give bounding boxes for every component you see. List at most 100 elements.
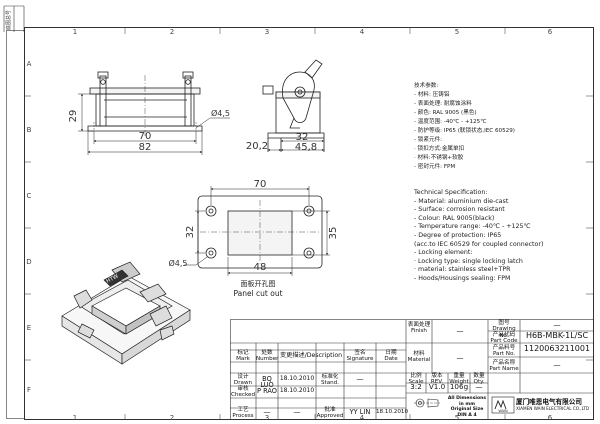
spec-en-line: Technical Specification: — [414, 189, 488, 196]
qty-label-en: Qty. — [473, 379, 485, 386]
date-label-en: Date — [384, 356, 398, 363]
spec-cn-line: · 材料:不锈钢+软胶 — [414, 155, 464, 161]
part-name-label-en: Part Name — [489, 366, 519, 373]
process-date: — — [293, 407, 301, 416]
process-name: — — [263, 407, 271, 416]
drawn-label-en: Drawn — [233, 380, 253, 387]
zone-top-5: 5 — [455, 28, 459, 36]
part-code-value: H6B-MBK-1L/SC — [525, 331, 589, 340]
date-label-cn: 日期 — [385, 350, 397, 356]
iso-product-label: HTW — [105, 273, 120, 285]
number-label-en: Number — [256, 356, 279, 363]
drawing-no-header: 图号 Drawing No. — [488, 320, 520, 339]
number-label-cn: 处数 — [261, 350, 273, 356]
dimension-note-line1: All Dimensions in mm — [447, 396, 487, 407]
description-header: 变更描述/Description — [278, 352, 344, 359]
spec-en-line: - Surface: corrosion resistant — [414, 206, 505, 214]
drawn-label-cn: 设计 — [237, 374, 249, 380]
part-no-header: 产品料号 Part No. — [488, 345, 520, 358]
part-code-label-en: Part Code — [490, 338, 518, 345]
zone-top-1: 1 — [73, 28, 77, 36]
approved-name: YY LIN — [349, 408, 371, 416]
checked-label-en: Checked — [231, 392, 255, 399]
checked-label-cn: 审核 — [237, 386, 249, 392]
third-angle-symbol — [414, 398, 440, 408]
spec-en-line: - Degree of protection: IP65 — [414, 231, 502, 239]
weight-label-en: Weight — [449, 379, 469, 386]
finish-header: 表面处理 Finish — [406, 322, 432, 335]
drawing-no-label-cn: 图号 — [498, 320, 510, 326]
drawn-date: 18.10.2010 — [279, 375, 315, 382]
cutout-title-en: Panel cut out — [233, 289, 282, 298]
company-name-en: XIAMEN WAIN ELECTRICAL CO.,LTD — [516, 406, 590, 411]
zone-top-3: 3 — [265, 28, 269, 36]
material-value: — — [456, 353, 464, 362]
zone-left-e: E — [27, 324, 31, 332]
qty-label-cn: 数量 — [473, 373, 485, 379]
spec-en-line: - Locking element: — [414, 249, 473, 257]
desc-label-cn: 变更描述 — [279, 352, 305, 359]
isometric-view — [61, 261, 191, 365]
signature-label-cn: 签名 — [354, 350, 366, 356]
dim-cut-hole: Ø4,5 — [168, 258, 187, 268]
company-block: 厦门唯恩电气有限公司 XIAMEN WAIN ELECTRICAL CO.,LT… — [516, 398, 594, 411]
material-header: 材料 Material — [406, 351, 432, 364]
checked-header: 审核 Checked — [230, 386, 256, 399]
approved-label-cn: 批准 — [324, 407, 336, 413]
scale-label-en: Scale — [408, 379, 424, 386]
spec-cn-line: · 锁扣方式:金属单扣 — [414, 146, 465, 152]
spec-cn-line: 技术参数: — [414, 83, 439, 89]
date-header: 日期 Date — [376, 350, 406, 363]
zone-top-2: 2 — [170, 28, 174, 36]
stand-label-cn: 标准化 — [321, 374, 339, 380]
part-code-label-cn: 产品代码 — [492, 332, 516, 338]
checked-date: 18.10.2010 — [279, 387, 315, 394]
spec-cn-line: - 锁紧元件: — [414, 137, 443, 143]
rev-label-cn: 版本 — [431, 373, 443, 379]
zone-bottom-6: 6 — [548, 414, 553, 422]
title-block-grid — [230, 319, 594, 420]
part-no-label-en: Part No. — [492, 351, 516, 358]
dim-side-mid: 32 — [296, 132, 309, 143]
front-view — [87, 71, 203, 136]
finish-label-cn: 表面处理 — [407, 322, 431, 328]
zone-top-6: 6 — [548, 28, 553, 36]
dim-cut-width: 70 — [254, 179, 267, 190]
rev-label-en: REV. — [430, 379, 444, 386]
spec-cn-line: - 表面处理: 耐腐蚀涂料 — [414, 101, 472, 107]
drawing-no-value: — — [553, 320, 561, 329]
part-name-header: 产品名称 Part Name — [488, 360, 520, 373]
drawing-no-label-en: Drawing No. — [492, 326, 516, 339]
zone-bottom-4: 4 — [360, 414, 365, 422]
zone-left-b: B — [27, 126, 32, 134]
zone-top-4: 4 — [360, 28, 365, 36]
weight-value: 106g — [449, 382, 469, 391]
company-name-cn: 厦门唯恩电气有限公司 — [516, 398, 582, 406]
company-logo: WAIN — [491, 396, 515, 414]
spec-cn-line: - 材料: 压铸铝 — [414, 92, 450, 98]
dim-side-total: 45,8 — [295, 142, 317, 153]
spec-en-line: · material: stainless steel+TPR — [414, 266, 511, 274]
signature-label-en: Signature — [346, 356, 374, 363]
zone-bottom-3: 3 — [265, 414, 269, 422]
spec-en-line: (acc.to IEC 60529 for coupled connector) — [414, 240, 544, 248]
part-name-value: — — [553, 360, 561, 369]
corner-label: 底图总号 — [5, 10, 12, 30]
zone-bottom-2: 2 — [170, 414, 174, 422]
stand-label-en: Stand. — [320, 380, 340, 387]
spec-en-line: - Temperature range: -40℃ - +125℃ — [414, 223, 531, 231]
spec-cn-line: - 防护等级: IP65 (联锁状态,IEC 60529) — [414, 128, 515, 134]
process-label-en: Process — [232, 413, 254, 420]
scale-value: 3:2 — [410, 382, 422, 391]
qty-value: — — [475, 382, 483, 391]
dimension-note-line2: Original Size DIN A 4 — [450, 407, 484, 418]
side-view — [262, 59, 325, 152]
drawn-header: 设计 Drawn — [230, 374, 256, 387]
mark-label-cn: 标记 — [237, 350, 249, 356]
zone-left-d: D — [26, 258, 31, 266]
dim-cut-inner-width: 48 — [254, 262, 267, 273]
part-code-header: 产品代码 Part Code — [488, 332, 520, 345]
desc-label-en: /Description — [304, 352, 343, 359]
panel-cutout-view — [197, 195, 323, 269]
